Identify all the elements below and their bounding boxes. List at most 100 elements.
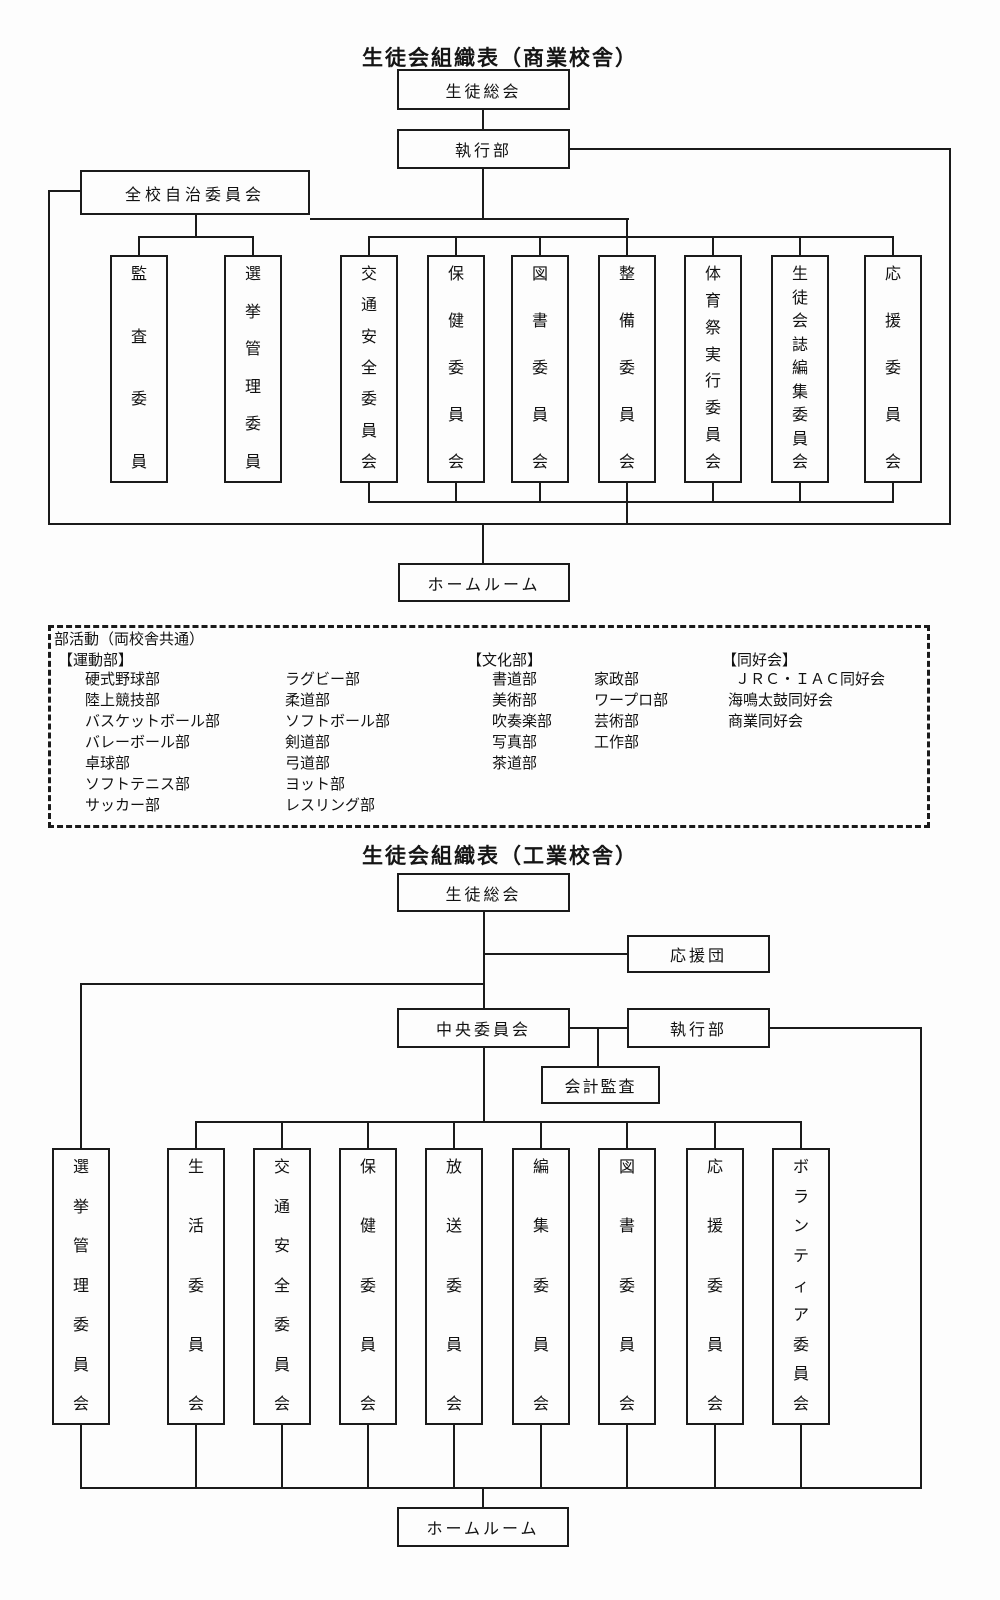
connector-line xyxy=(892,483,894,503)
culture-clubs-column-1: 書道部 美術部 吹奏楽部 写真部 茶道部 xyxy=(492,670,552,775)
node-label: ホームルーム xyxy=(427,576,541,594)
club-item: 書道部 xyxy=(492,672,538,688)
connector-line xyxy=(597,1027,599,1066)
connector-line xyxy=(48,190,50,525)
club-item: 茶道部 xyxy=(492,756,538,772)
connector-line xyxy=(455,236,457,255)
sports-clubs-column-1: 硬式野球部 陸上競技部 バスケットボール部 バレーボール部 卓球部 ソフトテニス… xyxy=(85,670,220,817)
club-item: 商業同好会 xyxy=(728,714,804,730)
connector-line xyxy=(48,190,80,192)
club-item: バスケットボール部 xyxy=(85,714,221,730)
club-activities-box xyxy=(48,625,930,828)
club-item: 卓球部 xyxy=(85,756,131,772)
connector-line xyxy=(368,501,894,503)
committee-box-election-admin: 選挙管理委員 xyxy=(224,255,282,483)
connector-line xyxy=(281,1121,283,1148)
committee-box: 放送委員会 xyxy=(425,1148,483,1425)
connector-line xyxy=(800,1425,802,1487)
connector-line xyxy=(539,483,541,503)
committee-box: 生活委員会 xyxy=(167,1148,225,1425)
club-item: 陸上競技部 xyxy=(85,693,161,709)
node-label: 生徒総会 xyxy=(445,886,522,904)
culture-clubs-label: 【文化部】 xyxy=(467,653,543,669)
connector-line xyxy=(714,1121,716,1148)
connector-line xyxy=(138,236,254,238)
connector-line xyxy=(368,236,370,255)
committee-box-audit: 監査委員 xyxy=(110,255,168,483)
club-item: 写真部 xyxy=(492,735,538,751)
connector-line xyxy=(712,236,714,255)
club-item: ラグビー部 xyxy=(285,672,361,688)
committee-box: 保健委員会 xyxy=(339,1148,397,1425)
node-homeroom-2: ホームルーム xyxy=(397,1507,569,1547)
connector-line xyxy=(368,236,894,238)
connector-line xyxy=(453,1425,455,1487)
sports-clubs-column-2: ラグビー部 柔道部 ソフトボール部 剣道部 弓道部 ヨット部 レスリング部 xyxy=(285,670,390,817)
connector-line xyxy=(800,1121,802,1148)
club-item: 美術部 xyxy=(492,693,538,709)
committee-box: 編集委員会 xyxy=(512,1148,570,1425)
chart2-title: 生徒会組織表（工業校舎） xyxy=(362,844,638,868)
connector-line xyxy=(455,483,457,503)
club-item: レスリング部 xyxy=(285,798,376,814)
connector-line xyxy=(281,1425,283,1487)
connector-line xyxy=(483,1048,485,1123)
club-item: バレーボール部 xyxy=(85,735,191,751)
committee-box: 選挙管理委員会 xyxy=(52,1148,110,1425)
connector-line xyxy=(799,483,801,503)
node-cheering-squad: 応援団 xyxy=(627,935,770,973)
committee-box: 図書委員会 xyxy=(598,1148,656,1425)
connector-line xyxy=(626,218,628,255)
club-item: ソフトテニス部 xyxy=(85,777,191,793)
club-item: 海鳴太鼓同好会 xyxy=(728,693,834,709)
club-item: ヨット部 xyxy=(285,777,346,793)
connector-line xyxy=(799,236,801,255)
culture-clubs-column-2: 家政部 ワープロ部 芸術部 工作部 xyxy=(594,670,668,754)
club-item: 硬式野球部 xyxy=(85,672,161,688)
connector-line xyxy=(48,523,951,525)
connector-line xyxy=(195,1425,197,1487)
node-label: 執行部 xyxy=(669,1022,727,1039)
doukoukai-label: 【同好会】 xyxy=(722,653,798,669)
club-item: ワープロ部 xyxy=(594,693,669,709)
connector-line xyxy=(770,1027,922,1029)
connector-line xyxy=(540,1425,542,1487)
node-executive-dept-2: 執行部 xyxy=(627,1008,770,1048)
club-item: サッカー部 xyxy=(85,798,161,814)
club-item: 剣道部 xyxy=(285,735,331,751)
node-label: 全校自治委員会 xyxy=(124,186,265,204)
connector-line xyxy=(80,983,82,1148)
connector-line xyxy=(626,501,628,525)
connector-line xyxy=(367,1121,369,1148)
connector-line xyxy=(482,1487,484,1507)
node-label: 中央委員会 xyxy=(435,1022,531,1039)
connector-line xyxy=(195,1121,197,1148)
committee-box: 応援委員会 xyxy=(686,1148,744,1425)
committee-box: 整備委員会 xyxy=(598,255,656,483)
node-student-general-meeting-1: 生徒総会 xyxy=(397,69,570,110)
node-label: 執行部 xyxy=(454,143,512,160)
committee-box: 体育祭実行委員会 xyxy=(684,255,742,483)
connector-line xyxy=(540,1121,542,1148)
connector-line xyxy=(949,148,951,525)
connector-line xyxy=(80,1487,922,1489)
node-label: 生徒総会 xyxy=(445,83,522,101)
connector-line xyxy=(482,110,484,131)
club-box-header: 部活動（両校舎共通） xyxy=(54,632,205,648)
node-homeroom-1: ホームルーム xyxy=(398,563,570,602)
connector-line xyxy=(483,953,627,955)
node-label: ホームルーム xyxy=(426,1521,540,1538)
connector-line xyxy=(80,983,485,985)
club-item: 芸術部 xyxy=(594,714,640,730)
sports-clubs-label: 【運動部】 xyxy=(58,653,134,669)
committee-box: 保健委員会 xyxy=(427,255,485,483)
node-label: 応援団 xyxy=(669,948,727,965)
node-accounting-audit: 会計監査 xyxy=(541,1066,660,1104)
node-label: 会計監査 xyxy=(564,1079,637,1096)
node-school-autonomy-committee: 全校自治委員会 xyxy=(80,170,310,215)
node-executive-dept-1: 執行部 xyxy=(397,129,570,169)
club-item: 家政部 xyxy=(594,672,640,688)
connector-line xyxy=(368,483,370,503)
committee-box: 図書委員会 xyxy=(511,255,569,483)
node-student-general-meeting-2: 生徒総会 xyxy=(397,873,570,912)
